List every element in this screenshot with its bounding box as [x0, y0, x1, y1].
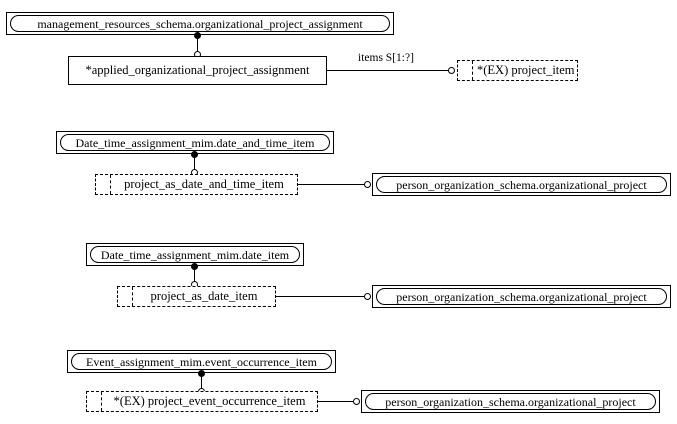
- relationship-line-vertical-3: [194, 266, 195, 283]
- relationship-line-horizontal-3: [276, 296, 365, 297]
- schema-ref-label: Date_time_assignment_mim.date_and_time_i…: [60, 134, 330, 151]
- schema-ref-label: person_organization_schema.organizationa…: [376, 288, 667, 305]
- select-box-project-event-occurrence-item[interactable]: *(EX) project_event_occurrence_item: [86, 391, 318, 412]
- attribute-circle-open-items: [448, 67, 455, 74]
- select-box-tab-icon: [87, 392, 102, 411]
- relationship-line-vertical-2: [194, 154, 195, 171]
- select-box-label: project_as_date_item: [150, 289, 258, 303]
- select-box-project-as-date-item[interactable]: project_as_date_item: [117, 286, 276, 307]
- select-box-tab-icon: [458, 61, 473, 80]
- relationship-circle-open-2b: [364, 181, 371, 188]
- select-box-label: *(EX) project_item: [477, 63, 575, 77]
- entity-box-label: *applied_organizational_project_assignme…: [85, 63, 310, 77]
- select-box-tab-icon: [96, 175, 111, 194]
- relationship-circle-open-3b: [364, 293, 371, 300]
- schema-ref-box-organizational-project-3[interactable]: person_organization_schema.organizationa…: [372, 285, 671, 308]
- schema-ref-label: person_organization_schema.organizationa…: [365, 393, 656, 410]
- entity-box-applied-organizational-project-assignment[interactable]: *applied_organizational_project_assignme…: [68, 56, 327, 85]
- schema-ref-label: management_resources_schema.organization…: [10, 15, 390, 32]
- schema-ref-box-organizational-project-assignment[interactable]: management_resources_schema.organization…: [6, 12, 394, 35]
- relationship-line-vertical-4: [201, 373, 202, 390]
- attribute-line-items: [327, 70, 449, 71]
- select-box-label: *(EX) project_event_occurrence_item: [113, 394, 306, 408]
- select-box-project-as-date-and-time-item[interactable]: project_as_date_and_time_item: [95, 174, 298, 195]
- select-box-label: project_as_date_and_time_item: [124, 177, 284, 191]
- schema-ref-label: Event_assignment_mim.event_occurrence_it…: [71, 353, 332, 370]
- relationship-circle-open-4b: [353, 398, 360, 405]
- schema-ref-label: person_organization_schema.organizationa…: [376, 176, 667, 193]
- select-box-tab-icon: [118, 287, 133, 306]
- attribute-label-items: items S[1:?]: [358, 52, 414, 64]
- schema-ref-box-date-item[interactable]: Date_time_assignment_mim.date_item: [86, 243, 304, 266]
- relationship-line-horizontal-4: [318, 401, 354, 402]
- schema-ref-box-organizational-project-2[interactable]: person_organization_schema.organizationa…: [372, 173, 671, 196]
- schema-ref-box-date-and-time-item[interactable]: Date_time_assignment_mim.date_and_time_i…: [56, 131, 334, 154]
- relationship-line-horizontal-2: [298, 184, 365, 185]
- schema-ref-box-organizational-project-4[interactable]: person_organization_schema.organizationa…: [361, 390, 660, 413]
- relationship-line-vertical-1: [197, 35, 198, 53]
- select-box-project-item[interactable]: *(EX) project_item: [457, 60, 578, 81]
- schema-ref-label: Date_time_assignment_mim.date_item: [90, 246, 300, 263]
